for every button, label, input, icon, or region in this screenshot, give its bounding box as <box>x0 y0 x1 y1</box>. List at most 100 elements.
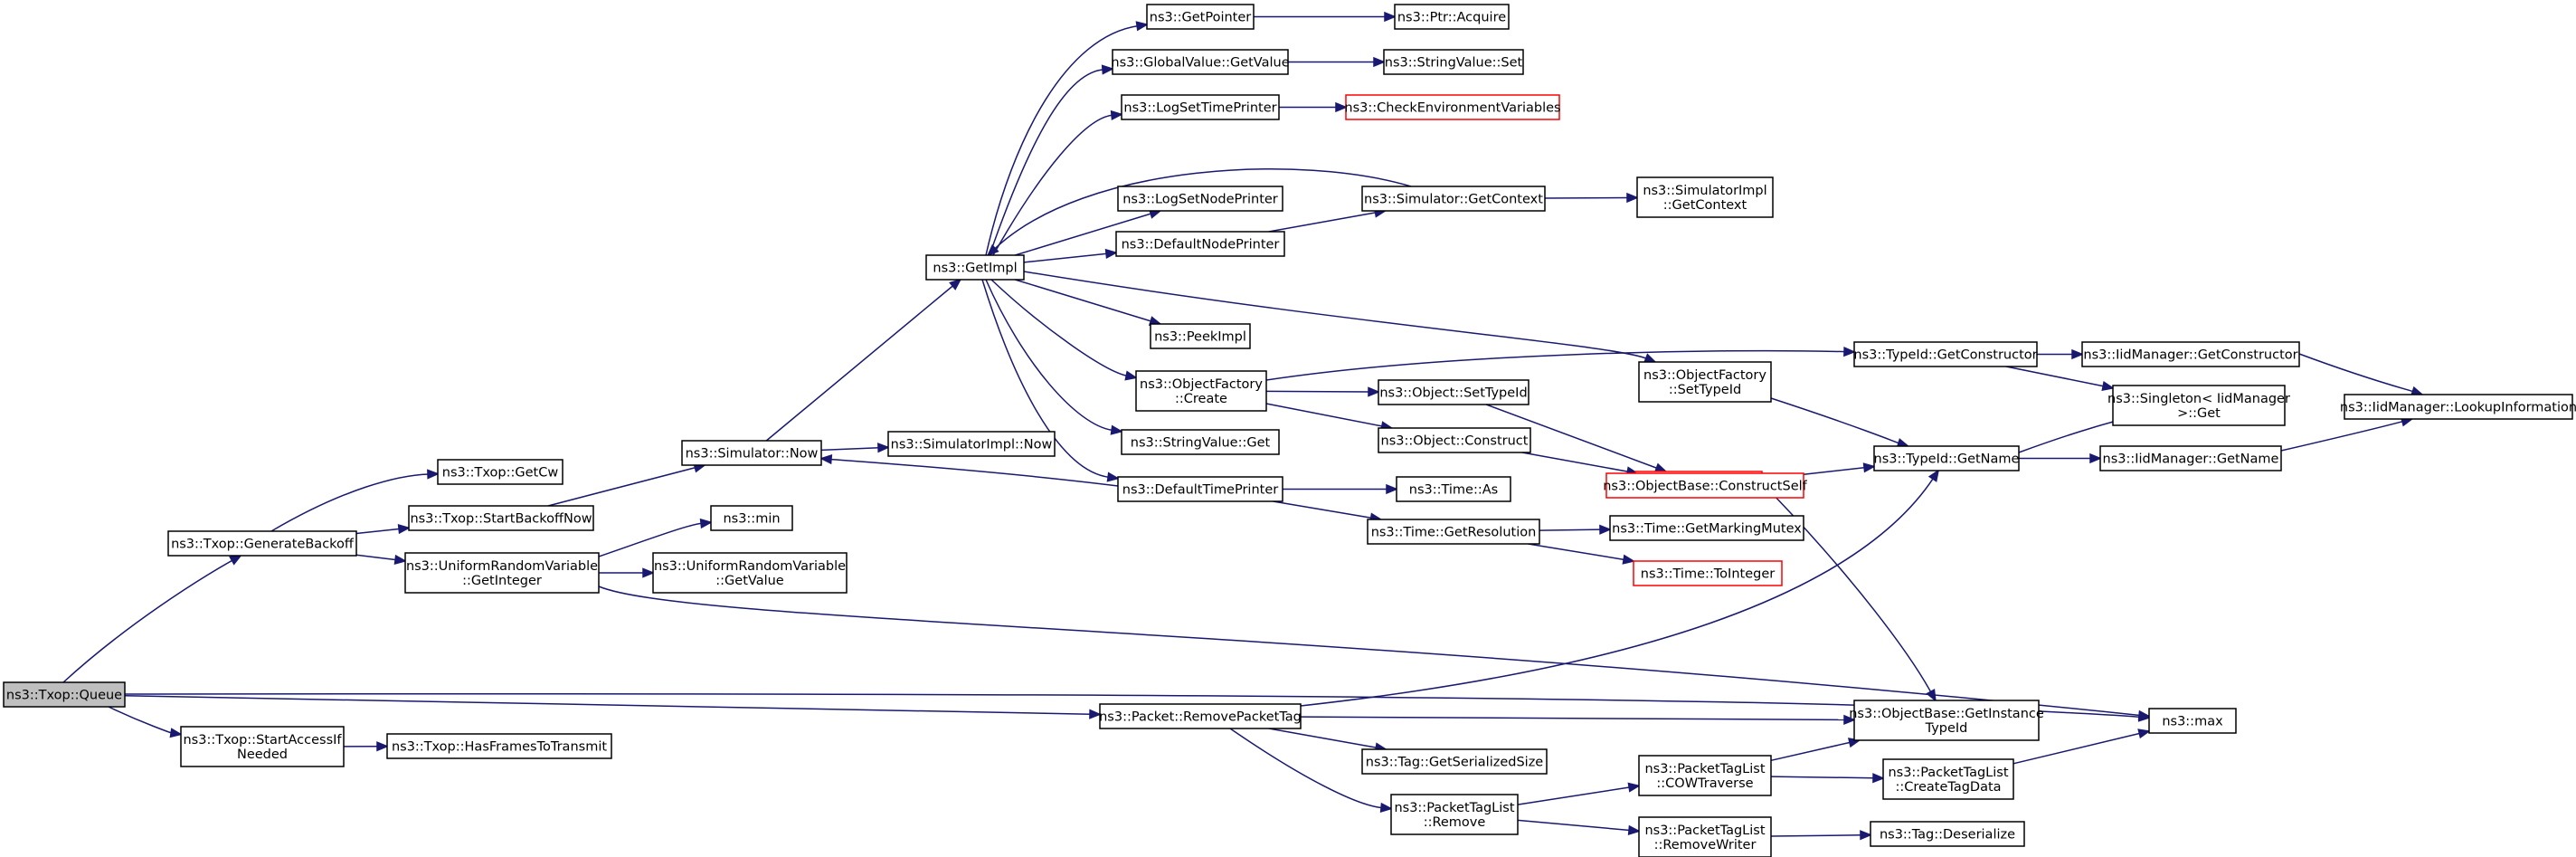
node-box[interactable] <box>1873 445 2020 471</box>
node-defaulttimeprinter[interactable]: ns3::DefaultTimePrinter <box>1117 476 1283 502</box>
node-box[interactable] <box>2344 394 2573 420</box>
node-box[interactable] <box>1609 515 1804 541</box>
node-checkenvironmentvariables[interactable]: ns3::CheckEnvironmentVariables <box>1344 94 1561 120</box>
node-urv-getinteger[interactable]: ns3::UniformRandomVariable::GetInteger <box>404 552 600 594</box>
node-generatebackoff[interactable]: ns3::Txop::GenerateBackoff <box>167 530 357 557</box>
node-objectfactory-create[interactable]: ns3::ObjectFactory::Create <box>1135 370 1267 412</box>
node-time-getresolution[interactable]: ns3::Time::GetResolution <box>1367 519 1540 545</box>
node-typeid-getname[interactable]: ns3::TypeId::GetName <box>1873 445 2020 471</box>
node-box[interactable] <box>1882 758 2014 800</box>
node-packettaglist-remove[interactable]: ns3::PacketTagList::Remove <box>1390 794 1519 835</box>
node-box[interactable] <box>1135 370 1267 412</box>
node-packettaglist-cowtraverse[interactable]: ns3::PacketTagList::COWTraverse <box>1638 755 1772 796</box>
node-queue[interactable]: ns3::Txop::Queue <box>3 681 126 708</box>
node-box[interactable] <box>1636 176 1774 218</box>
node-typeid-getconstructor[interactable]: ns3::TypeId::GetConstructor <box>1853 341 2038 367</box>
node-stringvalue-set[interactable]: ns3::StringValue::Set <box>1383 49 1524 75</box>
node-box[interactable] <box>1383 49 1524 75</box>
node-box[interactable] <box>1367 519 1540 545</box>
node-box[interactable] <box>887 431 1056 457</box>
node-box[interactable] <box>437 459 564 485</box>
node-time-getmarkingmutex[interactable]: ns3::Time::GetMarkingMutex <box>1609 515 1804 541</box>
node-time-as[interactable]: ns3::Time::As <box>1396 476 1511 502</box>
node-ptr-acquire[interactable]: ns3::Ptr::Acquire <box>1394 4 1510 30</box>
node-iidmanager-getname[interactable]: ns3::IidManager::GetName <box>2099 445 2282 471</box>
node-box[interactable] <box>1633 560 1783 586</box>
node-box[interactable] <box>1112 49 1289 75</box>
node-box[interactable] <box>386 733 612 759</box>
node-label: ::RemoveWriter <box>1654 838 1757 852</box>
node-box[interactable] <box>1394 4 1510 30</box>
node-box[interactable] <box>1870 821 2025 847</box>
node-simulator-now[interactable]: ns3::Simulator::Now <box>681 440 822 466</box>
node-hasframestotransmit[interactable]: ns3::Txop::HasFramesToTransmit <box>386 733 612 759</box>
node-box[interactable] <box>1378 379 1530 405</box>
node-defaultnodeprinter[interactable]: ns3::DefaultNodePrinter <box>1115 231 1285 257</box>
node-iidmanager-lookupinformation[interactable]: ns3::IidManager::LookupInformation <box>2340 394 2576 420</box>
node-time-tointeger[interactable]: ns3::Time::ToInteger <box>1633 560 1783 586</box>
node-tag-deserialize[interactable]: ns3::Tag::Deserialize <box>1870 821 2025 847</box>
node-singleton-get[interactable]: ns3::Singleton< IidManager >::Get <box>2107 385 2290 426</box>
node-objectbase-constructself[interactable]: ns3::ObjectBase::ConstructSelf <box>1603 472 1808 499</box>
node-box[interactable] <box>1605 472 1804 499</box>
node-box[interactable] <box>1361 186 1546 212</box>
node-globalvalue-getvalue[interactable]: ns3::GlobalValue::GetValue <box>1111 49 1290 75</box>
node-startbackoffnow[interactable]: ns3::Txop::StartBackoffNow <box>408 505 594 531</box>
node-box[interactable] <box>1853 341 2038 367</box>
node-box[interactable] <box>1117 186 1283 212</box>
node-box[interactable] <box>180 726 345 767</box>
node-box[interactable] <box>2148 708 2237 734</box>
node-packettaglist-removewriter[interactable]: ns3::PacketTagList::RemoveWriter <box>1638 816 1772 857</box>
node-box[interactable] <box>681 440 822 466</box>
node-box[interactable] <box>1146 4 1255 30</box>
node-urv-getvalue[interactable]: ns3::UniformRandomVariable::GetValue <box>652 552 848 594</box>
node-max[interactable]: ns3::max <box>2148 708 2237 734</box>
node-box[interactable] <box>1853 700 2040 741</box>
node-box[interactable] <box>167 530 357 557</box>
node-box[interactable] <box>1638 755 1772 796</box>
node-box[interactable] <box>1099 703 1302 729</box>
node-box[interactable] <box>408 505 594 531</box>
node-box[interactable] <box>1378 427 1531 453</box>
node-box[interactable] <box>1390 794 1519 835</box>
node-object-settypeid[interactable]: ns3::Object::SetTypeId <box>1378 379 1530 405</box>
node-box[interactable] <box>1121 429 1280 455</box>
node-box[interactable] <box>2099 445 2282 471</box>
node-box[interactable] <box>1638 361 1772 403</box>
node-packettaglist-createtagdata[interactable]: ns3::PacketTagList::CreateTagData <box>1882 758 2014 800</box>
node-getpointer[interactable]: ns3::GetPointer <box>1146 4 1255 30</box>
node-box[interactable] <box>404 552 600 594</box>
node-logsetnodeprinter[interactable]: ns3::LogSetNodePrinter <box>1117 186 1283 212</box>
node-box[interactable] <box>1638 816 1772 857</box>
node-box[interactable] <box>2081 341 2300 367</box>
node-box[interactable] <box>925 254 1025 281</box>
node-getcw[interactable]: ns3::Txop::GetCw <box>437 459 564 485</box>
node-box[interactable] <box>3 681 126 708</box>
node-logsettimeprinter[interactable]: ns3::LogSetTimePrinter <box>1121 94 1280 120</box>
node-box[interactable] <box>1345 94 1560 120</box>
node-simulatorimpl-getcontext[interactable]: ns3::SimulatorImpl::GetContext <box>1636 176 1774 218</box>
node-peekimpl[interactable]: ns3::PeekImpl <box>1150 323 1251 349</box>
node-object-construct[interactable]: ns3::Object::Construct <box>1378 427 1531 453</box>
node-box[interactable] <box>652 552 848 594</box>
node-getimpl[interactable]: ns3::GetImpl <box>925 254 1025 281</box>
node-box[interactable] <box>1396 476 1511 502</box>
node-box[interactable] <box>1121 94 1280 120</box>
node-box[interactable] <box>1361 748 1548 775</box>
node-removepackettag[interactable]: ns3::Packet::RemovePacketTag <box>1099 703 1302 729</box>
node-box[interactable] <box>1117 476 1283 502</box>
node-min[interactable]: ns3::min <box>710 505 793 531</box>
node-box[interactable] <box>710 505 793 531</box>
node-box[interactable] <box>2112 385 2286 426</box>
node-objectfactory-settypeid[interactable]: ns3::ObjectFactory::SetTypeId <box>1638 361 1772 403</box>
node-label: ns3::Simulator::Now <box>686 447 819 462</box>
node-box[interactable] <box>1115 231 1285 257</box>
node-box[interactable] <box>1150 323 1251 349</box>
node-simulator-getcontext[interactable]: ns3::Simulator::GetContext <box>1361 186 1546 212</box>
node-stringvalue-get[interactable]: ns3::StringValue::Get <box>1121 429 1280 455</box>
node-tag-getserializedsize[interactable]: ns3::Tag::GetSerializedSize <box>1361 748 1548 775</box>
node-simulatorimpl-now[interactable]: ns3::SimulatorImpl::Now <box>887 431 1056 457</box>
node-iidmanager-getconstructor[interactable]: ns3::IidManager::GetConstructor <box>2081 341 2300 367</box>
